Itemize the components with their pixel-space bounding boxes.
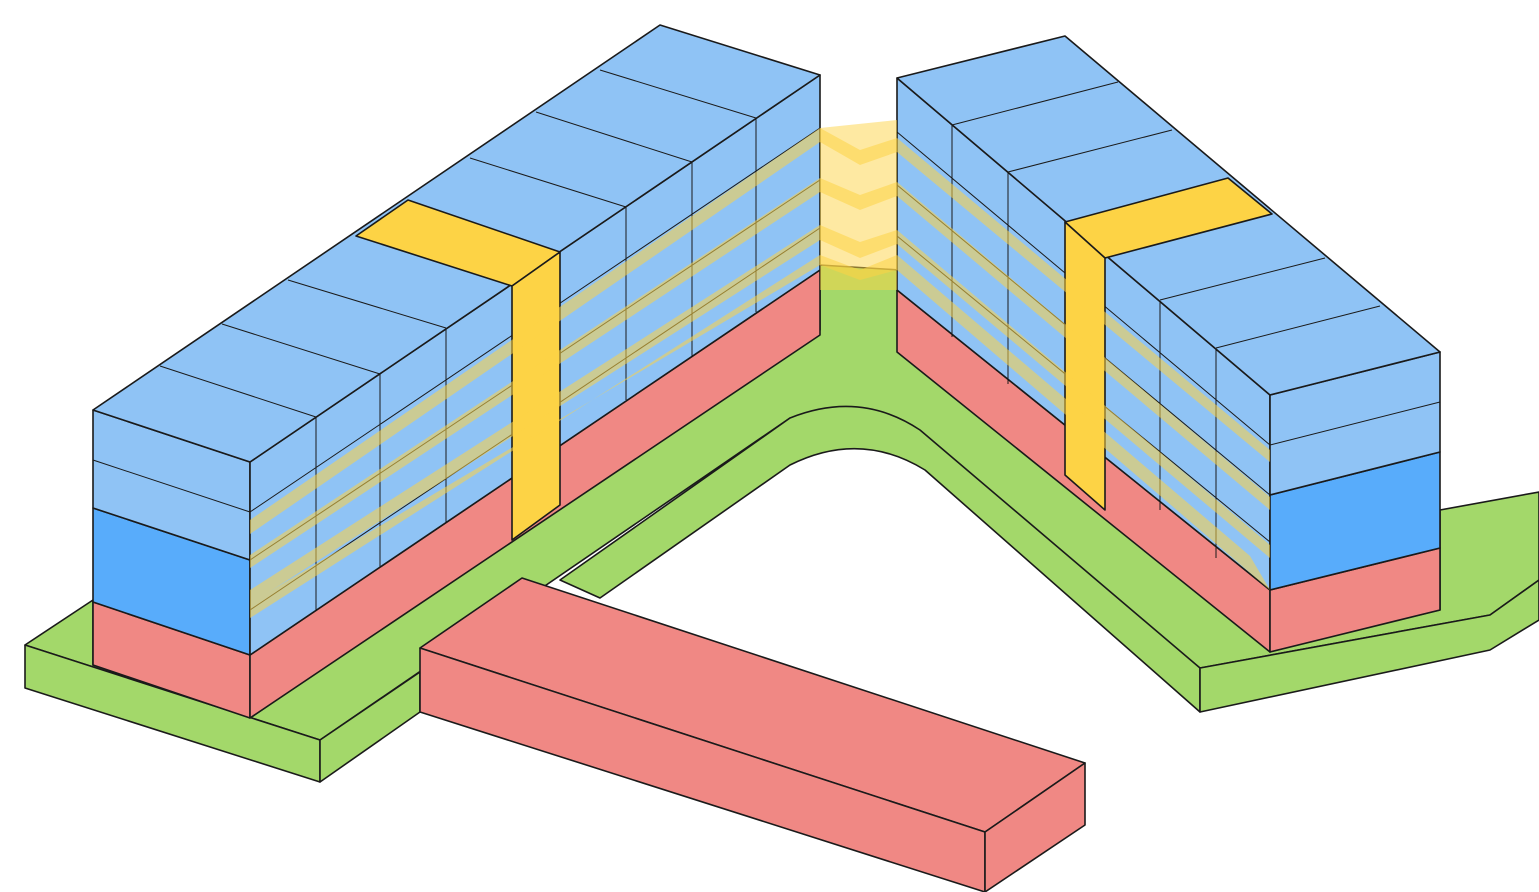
ground-right-front — [1199, 579, 1539, 713]
left-core-front — [511, 251, 561, 541]
podium-front — [419, 647, 986, 892]
bridge-gap-fill — [820, 120, 897, 290]
podium-block — [419, 577, 1086, 892]
ground-inner-curve — [559, 405, 1201, 713]
right-building — [896, 35, 1441, 653]
podium-side — [984, 762, 1086, 892]
